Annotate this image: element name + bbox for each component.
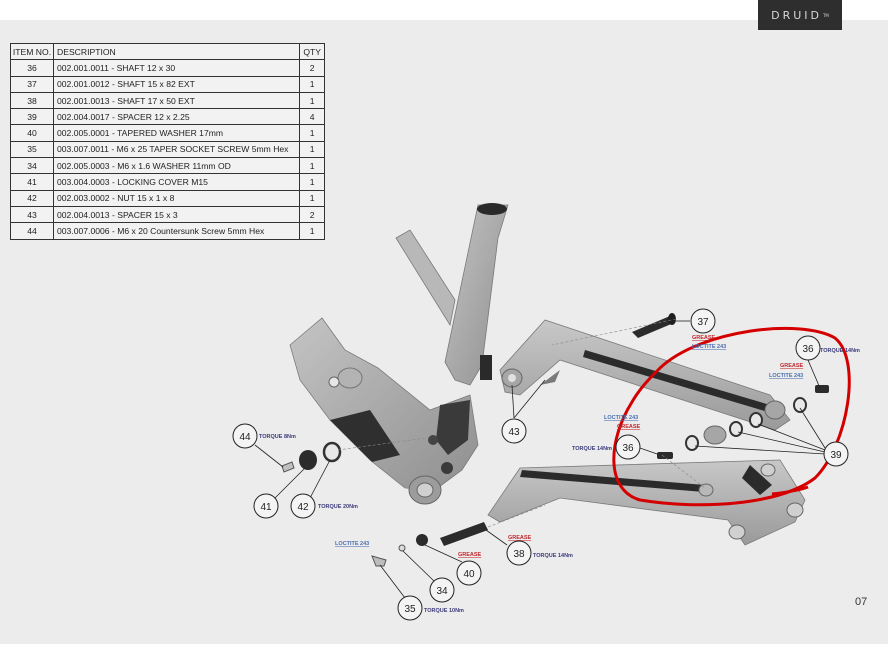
callout-42: 42 — [290, 493, 316, 519]
screw-36-bottom — [657, 452, 673, 459]
locking-cover-41 — [299, 450, 317, 470]
svg-text:44: 44 — [239, 432, 251, 443]
shaft-38 — [440, 522, 488, 546]
page-number: 07 — [855, 596, 868, 608]
svg-text:36: 36 — [622, 443, 634, 454]
callouts: 37 36 39 36 43 44 41 42 — [232, 308, 849, 621]
callout-36-bottom: 36 — [615, 434, 641, 460]
rocker-link — [499, 319, 791, 445]
callout-36-top: 36 — [795, 335, 821, 361]
tapered-washer-40 — [416, 534, 428, 546]
note-loctite-35: LOCTITE 243 — [335, 541, 369, 547]
svg-text:41: 41 — [260, 502, 272, 513]
brand-trademark: TM — [822, 12, 829, 18]
leader-lines — [254, 320, 826, 599]
note-torque-36-top: TORQUE 14Nm — [820, 348, 860, 354]
svg-text:38: 38 — [513, 549, 525, 560]
screw-36-top — [815, 385, 829, 393]
note-torque-38: TORQUE 14Nm — [533, 553, 573, 559]
callout-40: 40 — [456, 560, 482, 586]
note-torque-44: TORQUE 8Nm — [259, 434, 296, 440]
svg-text:40: 40 — [463, 569, 475, 580]
assembly-notes: GREASE LOCTITE 243 TORQUE 14Nm GREASE LO… — [259, 335, 860, 614]
note-torque-35: TORQUE 10Nm — [424, 608, 464, 614]
callout-34: 34 — [429, 577, 455, 603]
svg-text:39: 39 — [830, 450, 842, 461]
qty: 1 — [299, 157, 325, 175]
callout-43: 43 — [501, 418, 527, 444]
callout-39: 39 — [823, 441, 849, 467]
note-loctite-37: LOCTITE 243 — [692, 344, 726, 350]
note-grease-40: GREASE — [458, 552, 482, 558]
note-loctite-36-bottom: LOCTITE 243 — [604, 415, 638, 421]
brand-name: DRUID — [771, 8, 822, 22]
note-grease-36-bottom: GREASE — [617, 424, 641, 430]
parts-table-header: ITEM NO. DESCRIPTION QTY — [10, 42, 325, 61]
callout-38: 38 — [506, 540, 532, 566]
description: 003.007.0006 - M6 x 20 Countersunk Screw… — [52, 222, 301, 240]
svg-text:42: 42 — [297, 502, 309, 513]
note-torque-42: TORQUE 20Nm — [318, 504, 358, 510]
note-torque-36-bottom: TORQUE 14Nm — [572, 446, 612, 452]
header-qty: QTY — [299, 42, 325, 61]
callout-37: 37 — [690, 308, 716, 334]
svg-text:37: 37 — [697, 317, 709, 328]
main-frame — [289, 203, 509, 505]
note-grease-36-top: GREASE — [780, 363, 804, 369]
note-grease-37: GREASE — [692, 335, 716, 341]
note-loctite-36-top: LOCTITE 243 — [769, 373, 803, 379]
svg-text:35: 35 — [404, 604, 416, 615]
qty: 1 — [299, 75, 325, 93]
nut-42 — [322, 441, 342, 463]
callout-41: 41 — [253, 493, 279, 519]
svg-text:34: 34 — [436, 586, 448, 597]
svg-text:36: 36 — [802, 344, 814, 355]
callout-44: 44 — [232, 423, 258, 449]
callout-35: 35 — [397, 595, 423, 621]
svg-text:43: 43 — [508, 427, 520, 438]
qty: 1 — [299, 222, 325, 240]
note-grease-38: GREASE — [508, 535, 532, 541]
